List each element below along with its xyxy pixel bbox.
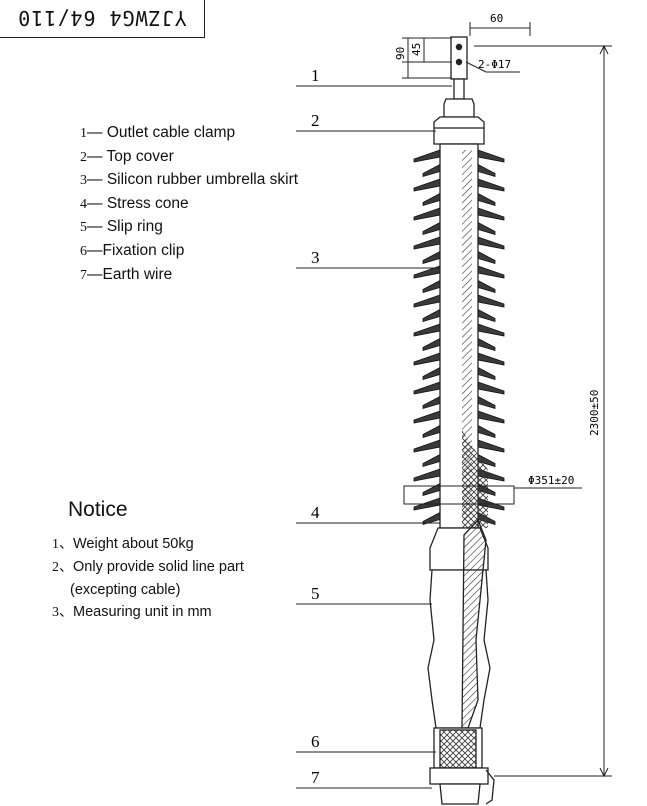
callout-number: 5 [311,584,320,603]
notice-item: 3、Measuring unit in mm [52,604,212,620]
dim-diameter: Φ351±20 [528,474,574,487]
dim-holes: 2-Φ17 [478,58,511,71]
legend-item: 5— Slip ring [80,218,163,236]
legend-item: 6—Fixation clip [80,241,185,259]
callout-number: 6 [311,732,320,751]
legend-item: 7—Earth wire [80,265,173,283]
notice-item: 1、Weight about 50kg [52,536,194,552]
drawing-title: YJZWG4 64/110 [17,6,187,30]
dim-height-90: 90 [394,47,407,60]
legend-item: 1— Outlet cable clamp [80,124,236,141]
legend-item: 3— Silicon rubber umbrella skirt [80,171,299,189]
notice-heading: Notice [68,498,128,521]
insulator-body [403,143,515,529]
dim-height-45: 45 [410,43,423,56]
notice-item: (excepting cable) [70,582,181,598]
legend: 1— Outlet cable clamp 2— Top cover 3— Si… [80,121,298,286]
notice-item: 2、Only provide solid line part [52,559,244,575]
callout-number: 7 [311,768,320,787]
top-cover [433,116,485,145]
title-box: YJZWG4 64/110 [0,0,205,38]
outlet-cable-clamp [443,36,475,118]
callout-number: 1 [311,66,320,85]
notice-list: 1、Weight about 50kg 2、Only provide solid… [52,533,244,624]
dim-width-top: 60 [490,12,503,25]
callout-leaders [296,85,452,789]
dimension-lines [402,22,612,778]
dim-total-length: 2300±50 [588,390,601,436]
legend-item: 2— Top cover [80,147,174,165]
callout-labels: 1 2 3 4 5 6 7 [311,66,320,787]
callout-number: 3 [311,248,320,267]
stress-cone-body [427,518,495,805]
legend-item: 4— Stress cone [80,194,189,212]
callout-number: 2 [311,111,320,130]
callout-number: 4 [311,503,320,522]
